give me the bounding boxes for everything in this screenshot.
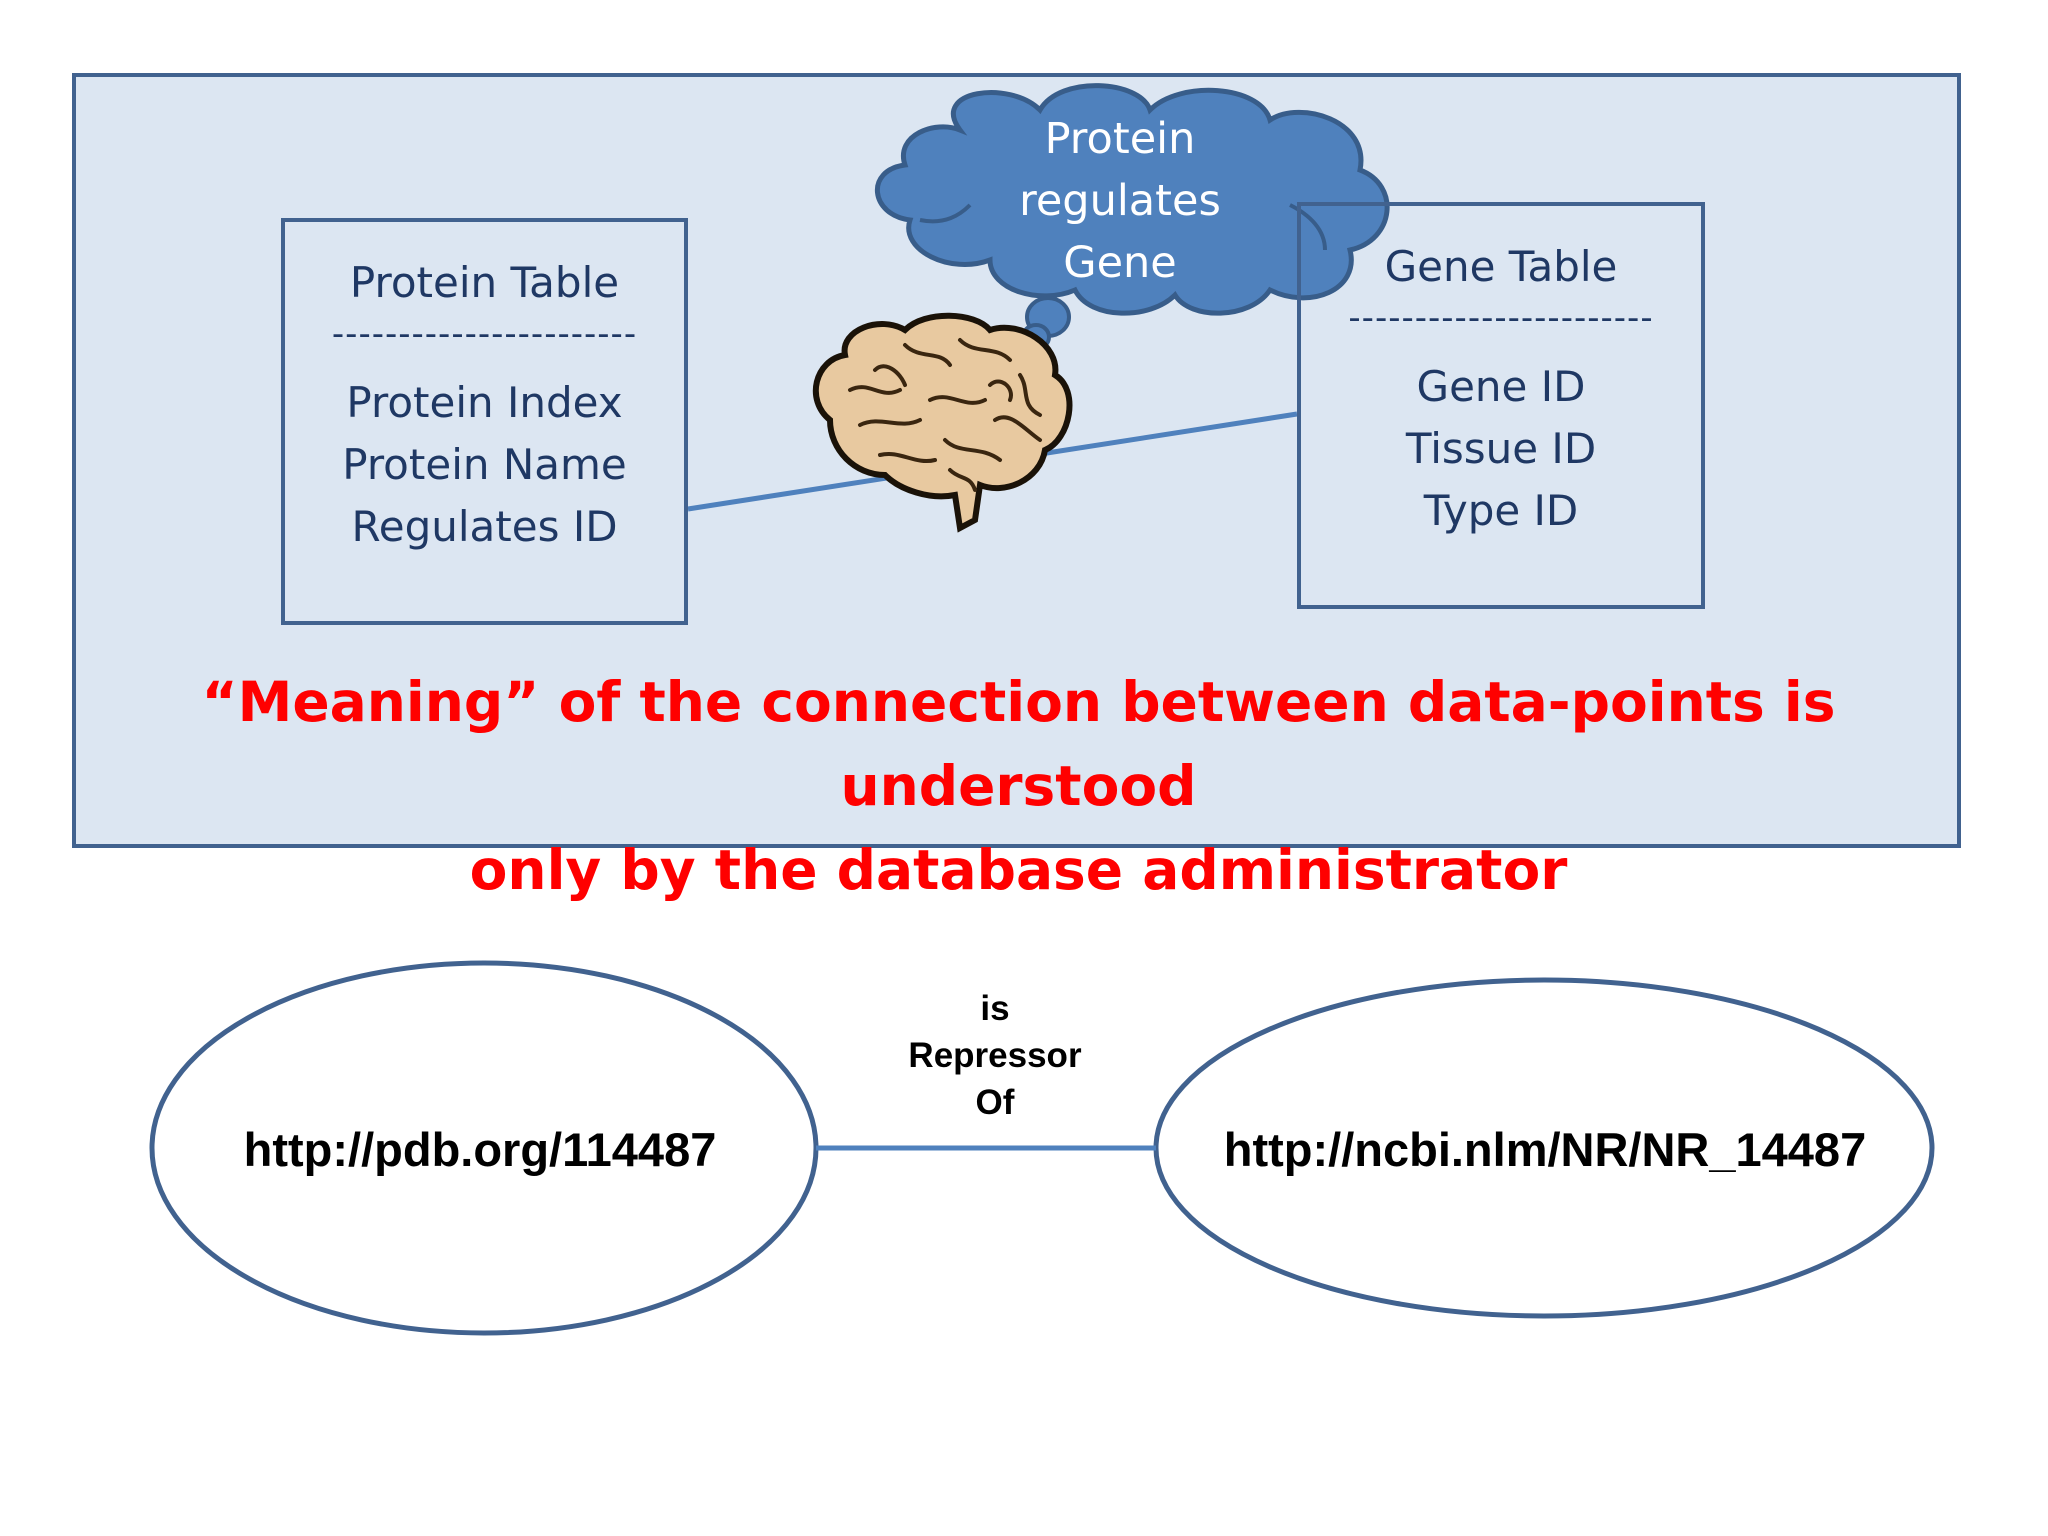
- thought-cloud-line: regulates: [1019, 176, 1221, 226]
- gene-table-field: Type ID: [1423, 486, 1579, 535]
- brain-icon: [812, 312, 1073, 533]
- predicate-line: Of: [975, 1083, 1015, 1122]
- protein-table-field: Regulates ID: [351, 502, 618, 551]
- object-node-label: http://ncbi.nlm/NR/NR_14487: [1223, 1123, 1867, 1176]
- gene-table-field: Tissue ID: [1405, 424, 1597, 473]
- gene-table-title: Gene Table: [1384, 242, 1618, 291]
- predicate-line: is: [980, 989, 1010, 1028]
- protein-table-title: Protein Table: [349, 258, 620, 307]
- meaning-note: “Meaning” of the connection between data…: [76, 660, 1961, 912]
- thought-cloud-line: Gene: [1063, 238, 1177, 288]
- thought-cloud-text: Protein regulates Gene: [1000, 108, 1240, 294]
- meaning-note-line: “Meaning” of the connection between data…: [201, 670, 1836, 818]
- gene-table-separator: -----------------------: [1348, 298, 1654, 338]
- subject-node-label: http://pdb.org/114487: [243, 1123, 717, 1176]
- thought-cloud: [875, 83, 1390, 359]
- gene-table: Gene Table ----------------------- Gene …: [1297, 202, 1705, 609]
- predicate-line: Repressor: [908, 1036, 1082, 1075]
- protein-table-field: Protein Index: [346, 378, 623, 427]
- thought-cloud-line: Protein: [1044, 114, 1196, 164]
- meaning-note-line: only by the database administrator: [469, 838, 1568, 902]
- predicate-label: is Repressor Of: [880, 985, 1110, 1126]
- gene-table-field: Gene ID: [1416, 362, 1586, 411]
- protein-table: Protein Table ----------------------- Pr…: [281, 218, 688, 625]
- protein-table-separator: -----------------------: [331, 314, 638, 354]
- protein-table-field: Protein Name: [342, 440, 627, 489]
